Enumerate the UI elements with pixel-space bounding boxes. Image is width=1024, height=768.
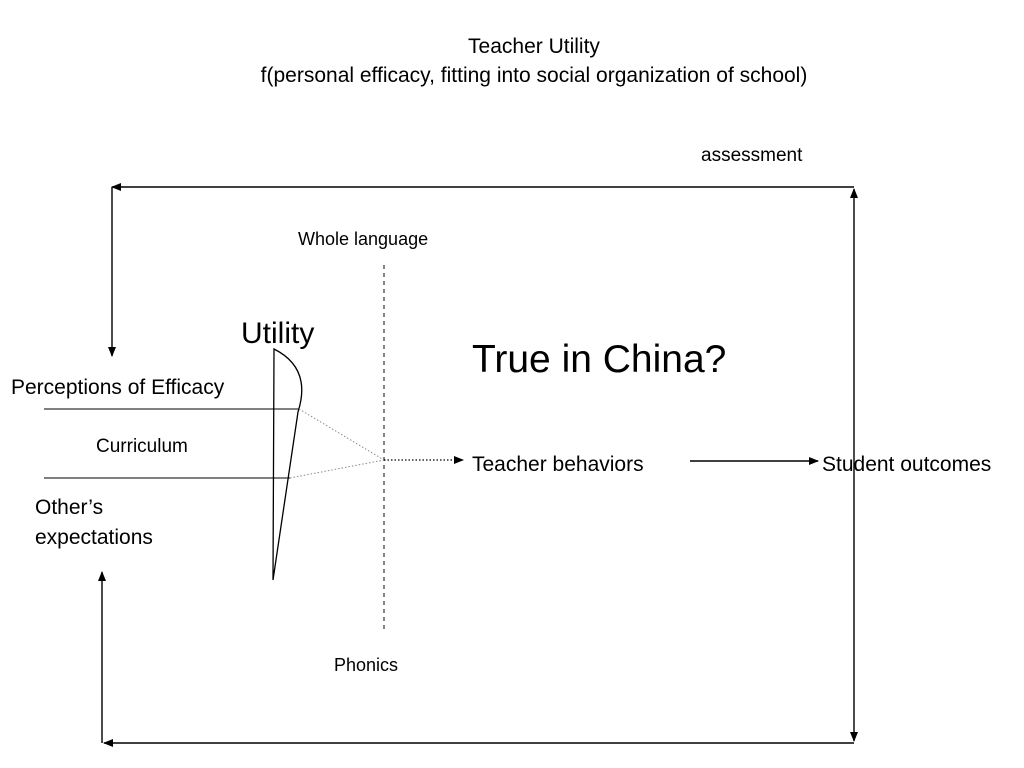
true-in-china-label: True in China?: [472, 338, 727, 381]
utility-label: Utility: [241, 317, 315, 350]
perceptions-of-efficacy-label: Perceptions of Efficacy: [11, 376, 225, 399]
title-line-2: f(personal efficacy, fitting into social…: [260, 64, 808, 87]
dotted-converge-lower: [289, 459, 385, 479]
phonics-label: Phonics: [334, 655, 399, 675]
others-expectations-line-1: Other’s: [35, 496, 104, 519]
dotted-converge-upper: [298, 408, 385, 461]
title-line-1: Teacher Utility: [468, 35, 600, 58]
utility-curve: [272, 347, 303, 581]
teacher-behaviors-label: Teacher behaviors: [472, 453, 644, 476]
whole-language-label: Whole language: [298, 229, 429, 249]
curriculum-label: Curriculum: [96, 436, 188, 457]
assessment-label: assessment: [701, 145, 803, 166]
others-expectations-line-2: expectations: [35, 526, 153, 549]
student-outcomes-label: Student outcomes: [822, 453, 992, 476]
